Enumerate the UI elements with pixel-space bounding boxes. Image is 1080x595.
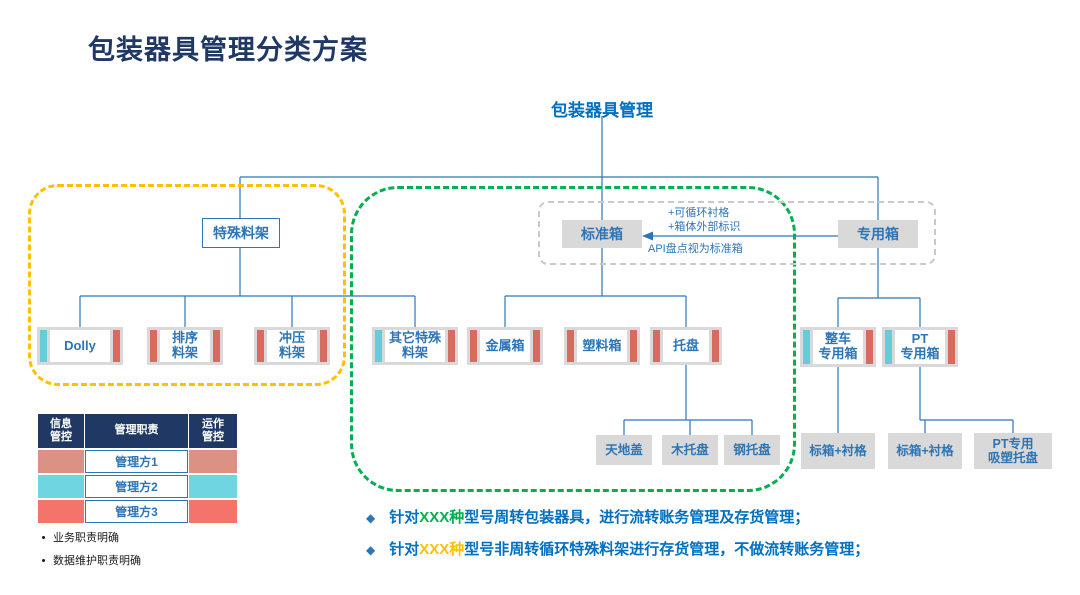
node-dolly: Dolly bbox=[37, 327, 123, 365]
node-stamping-rack: 冲压 料架 bbox=[254, 327, 330, 365]
node-other-special-rack: 其它特殊 料架 bbox=[372, 327, 458, 365]
node-label: 冲压 料架 bbox=[267, 330, 317, 362]
accent-bar-teal bbox=[375, 330, 382, 362]
special-rack-group-outline bbox=[28, 184, 346, 386]
turnover-box-group-outline bbox=[350, 186, 796, 492]
node-metal-box: 金属箱 bbox=[467, 327, 543, 365]
accent-bar-red bbox=[470, 330, 477, 362]
node-special-rack: 特殊料架 bbox=[202, 218, 280, 248]
annotation-line-1: +可循环衬格 bbox=[668, 207, 730, 219]
node-wood-pallet: 木托盘 bbox=[662, 435, 718, 465]
node-std-box-liner-right: 标箱+衬格 bbox=[888, 433, 962, 469]
table-header-operation-control: 运作 管控 bbox=[189, 414, 237, 448]
accent-bar-teal bbox=[885, 330, 892, 364]
responsibility-table: 信息 管控 管理职责 运作 管控 管理方1 管理方2 管理方3 bbox=[38, 414, 237, 523]
table-header-management-duty: 管理职责 bbox=[85, 414, 188, 448]
manager-label: 管理方2 bbox=[85, 475, 188, 498]
accent-bar-red bbox=[150, 330, 157, 362]
node-pt-dedicated-box: PT 专用箱 bbox=[882, 327, 958, 367]
standard-dedicated-annotation-outline bbox=[538, 201, 936, 265]
accent-bar-red bbox=[948, 330, 955, 364]
highlight-xxx-count: XXX种 bbox=[419, 509, 465, 526]
node-pallet: 托盘 bbox=[650, 327, 722, 365]
annotation-line-3: API盘点视为标准箱 bbox=[648, 243, 743, 255]
accent-bar-red bbox=[712, 330, 719, 362]
node-dedicated-box: 专用箱 bbox=[838, 220, 918, 248]
table-header-info-control: 信息 管控 bbox=[38, 414, 84, 448]
root-node-label: 包装器具管理 bbox=[551, 101, 653, 120]
accent-bar-teal bbox=[803, 330, 810, 364]
info-control-cell bbox=[38, 450, 84, 473]
accent-bar-red bbox=[113, 330, 120, 362]
node-standard-box: 标准箱 bbox=[562, 220, 642, 248]
node-label: 整车 专用箱 bbox=[813, 330, 863, 364]
bullet-text: 针对XXX种型号非周转循环特殊料架进行存货管理，不做流转账务管理； bbox=[389, 541, 870, 558]
node-label: 塑料箱 bbox=[577, 330, 627, 362]
policy-bullet-1: ◆ 针对XXX种型号周转包装器具，进行流转账务管理及存货管理； bbox=[366, 506, 809, 527]
accent-bar-red bbox=[630, 330, 637, 362]
operation-control-cell bbox=[189, 500, 237, 523]
note-text: 数据维护职责明确 bbox=[53, 555, 141, 567]
table-row: 管理方2 bbox=[38, 475, 237, 498]
node-label: 排序 料架 bbox=[160, 330, 210, 362]
table-row: 管理方1 bbox=[38, 450, 237, 473]
node-label: PT 专用箱 bbox=[895, 330, 945, 364]
node-label: 金属箱 bbox=[480, 330, 530, 362]
node-plastic-box: 塑料箱 bbox=[564, 327, 640, 365]
info-control-cell bbox=[38, 500, 84, 523]
node-label: Dolly bbox=[50, 330, 110, 362]
manager-label: 管理方1 bbox=[85, 450, 188, 473]
note-item: 业务职责明确 bbox=[42, 529, 119, 545]
table-row: 管理方3 bbox=[38, 500, 237, 523]
node-steel-pallet: 钢托盘 bbox=[724, 435, 780, 465]
accent-bar-red bbox=[213, 330, 220, 362]
operation-control-cell bbox=[189, 450, 237, 473]
accent-bar-teal bbox=[40, 330, 47, 362]
highlight-xxx-count: XXX种 bbox=[419, 541, 465, 558]
page-title: 包装器具管理分类方案 bbox=[88, 35, 368, 65]
accent-bar-red bbox=[448, 330, 455, 362]
policy-bullet-2: ◆ 针对XXX种型号非周转循环特殊料架进行存货管理，不做流转账务管理； bbox=[366, 538, 869, 559]
bullet-dot-icon bbox=[42, 558, 45, 562]
info-control-cell bbox=[38, 475, 84, 498]
bullet-dot-icon bbox=[42, 535, 45, 539]
node-sorting-rack: 排序 料架 bbox=[147, 327, 223, 365]
accent-bar-red bbox=[866, 330, 873, 364]
bullet-text: 针对XXX种型号周转包装器具，进行流转账务管理及存货管理； bbox=[389, 509, 810, 526]
note-text: 业务职责明确 bbox=[53, 532, 119, 544]
manager-label: 管理方3 bbox=[85, 500, 188, 523]
node-top-bottom-cover: 天地盖 bbox=[596, 435, 652, 465]
accent-bar-red bbox=[533, 330, 540, 362]
node-pt-blister-tray: PT专用 吸塑托盘 bbox=[974, 433, 1052, 469]
diamond-bullet-icon: ◆ bbox=[366, 511, 376, 525]
accent-bar-red bbox=[320, 330, 327, 362]
node-std-box-liner-left: 标箱+衬格 bbox=[801, 433, 875, 469]
node-label: 托盘 bbox=[663, 330, 709, 362]
note-item: 数据维护职责明确 bbox=[42, 552, 141, 568]
node-vehicle-dedicated-box: 整车 专用箱 bbox=[800, 327, 876, 367]
accent-bar-red bbox=[567, 330, 574, 362]
operation-control-cell bbox=[189, 475, 237, 498]
table-header-row: 信息 管控 管理职责 运作 管控 bbox=[38, 414, 237, 448]
accent-bar-red bbox=[257, 330, 264, 362]
node-label: 其它特殊 料架 bbox=[385, 330, 445, 362]
diamond-bullet-icon: ◆ bbox=[366, 543, 376, 557]
accent-bar-red bbox=[653, 330, 660, 362]
annotation-line-2: +箱体外部标识 bbox=[668, 221, 741, 233]
